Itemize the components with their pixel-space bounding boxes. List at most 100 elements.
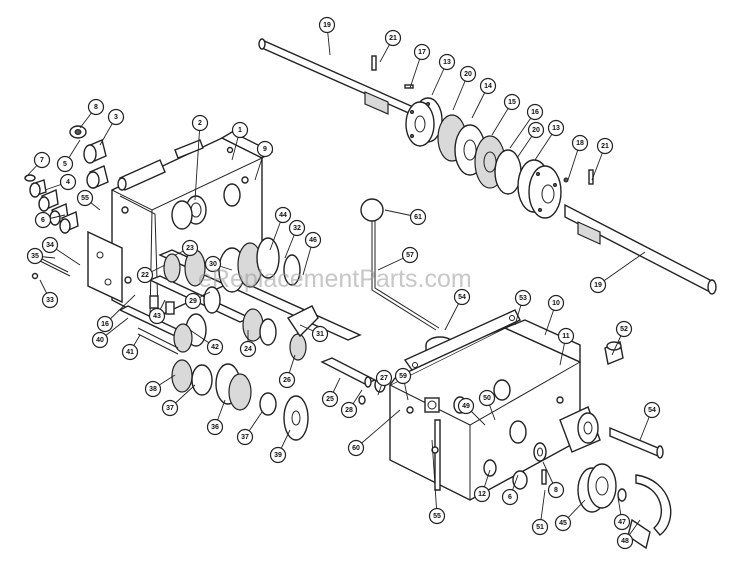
callout-number: 20	[464, 71, 472, 78]
callout-number: 57	[406, 252, 414, 259]
callout-61: 61	[409, 208, 427, 226]
callout-19: 19	[589, 276, 607, 294]
callout-circle	[87, 98, 105, 116]
callout-number: 14	[484, 83, 492, 90]
callout-circle	[615, 320, 633, 338]
callout-circle	[478, 389, 496, 407]
callout-number: 13	[443, 59, 451, 66]
callout-circle	[56, 155, 74, 173]
callout-circle	[204, 255, 222, 273]
callout-circle	[33, 151, 51, 169]
callout-number: 50	[483, 395, 491, 402]
callout-6: 6	[501, 488, 519, 506]
callout-54: 54	[643, 401, 661, 419]
callout-number: 41	[126, 349, 134, 356]
callout-number: 38	[149, 386, 157, 393]
callout-number: 13	[552, 125, 560, 132]
callout-circle	[231, 121, 249, 139]
callout-26: 26	[278, 371, 296, 389]
callout-number: 16	[101, 321, 109, 328]
callout-circle	[236, 428, 254, 446]
callout-circle	[531, 518, 549, 536]
callout-circle	[278, 371, 296, 389]
callout-20: 20	[527, 121, 545, 139]
callout-circle	[269, 446, 287, 464]
callout-circle	[428, 507, 446, 525]
callout-number: 52	[620, 326, 628, 333]
callout-number: 37	[241, 434, 249, 441]
callout-5: 5	[56, 155, 74, 173]
callout-number: 1	[238, 127, 242, 134]
callout-circle	[91, 331, 109, 349]
callout-circle	[340, 401, 358, 419]
callout-number: 55	[433, 513, 441, 520]
callout-number: 22	[141, 272, 149, 279]
callout-circle	[616, 532, 634, 550]
callout-number: 4	[66, 179, 70, 186]
callout-13: 13	[438, 53, 456, 71]
callout-number: 47	[618, 519, 626, 526]
callout-circle	[557, 327, 575, 345]
callout-42: 42	[206, 338, 224, 356]
callout-45: 45	[554, 514, 572, 532]
callout-circle	[547, 481, 565, 499]
callout-number: 6	[508, 494, 512, 501]
callout-circle	[41, 236, 59, 254]
callout-54: 54	[453, 288, 471, 306]
callout-27: 27	[375, 369, 393, 387]
callout-43: 43	[148, 307, 166, 325]
callout-16: 16	[526, 103, 544, 121]
callout-2: 2	[191, 114, 209, 132]
callout-circle	[413, 43, 431, 61]
callout-8: 8	[547, 481, 565, 499]
callout-number: 6	[41, 217, 45, 224]
callout-number: 34	[46, 242, 54, 249]
callout-number: 61	[414, 214, 422, 221]
callout-circle	[547, 294, 565, 312]
callout-number: 46	[309, 237, 317, 244]
callout-circle	[41, 291, 59, 309]
callout-41: 41	[121, 343, 139, 361]
callout-circle	[514, 289, 532, 307]
callout-circle	[96, 315, 114, 333]
callout-number: 35	[31, 253, 39, 260]
callout-number: 51	[536, 524, 544, 531]
callout-circle	[613, 513, 631, 531]
callout-14: 14	[479, 77, 497, 95]
callout-number: 11	[562, 333, 570, 340]
callout-number: 9	[263, 146, 267, 153]
callout-60: 60	[347, 439, 365, 457]
callout-number: 55	[81, 195, 89, 202]
callout-40: 40	[91, 331, 109, 349]
callout-number: 5	[63, 161, 67, 168]
callout-number: 25	[326, 396, 334, 403]
lower-gear-row	[171, 357, 386, 441]
callout-circle	[136, 266, 154, 284]
callout-19: 19	[318, 16, 336, 34]
callout-25: 25	[321, 390, 339, 408]
callout-31: 31	[311, 325, 329, 343]
right-housing	[389, 309, 664, 501]
callout-49: 49	[457, 397, 475, 415]
callout-34: 34	[41, 236, 59, 254]
callout-circle	[256, 140, 274, 158]
callout-6: 6	[34, 211, 52, 229]
callout-number: 19	[323, 22, 331, 29]
callout-44: 44	[274, 206, 292, 224]
callout-number: 39	[274, 452, 282, 459]
callout-46: 46	[304, 231, 322, 249]
callout-13: 13	[547, 119, 565, 137]
callout-circle	[144, 380, 162, 398]
callout-circle	[121, 343, 139, 361]
callout-11: 11	[557, 327, 575, 345]
callout-number: 8	[94, 104, 98, 111]
callout-10: 10	[547, 294, 565, 312]
callout-15: 15	[503, 93, 521, 111]
callout-number: 32	[293, 225, 301, 232]
leader-line-2	[194, 122, 201, 201]
callout-circle	[206, 338, 224, 356]
callout-circle	[347, 439, 365, 457]
